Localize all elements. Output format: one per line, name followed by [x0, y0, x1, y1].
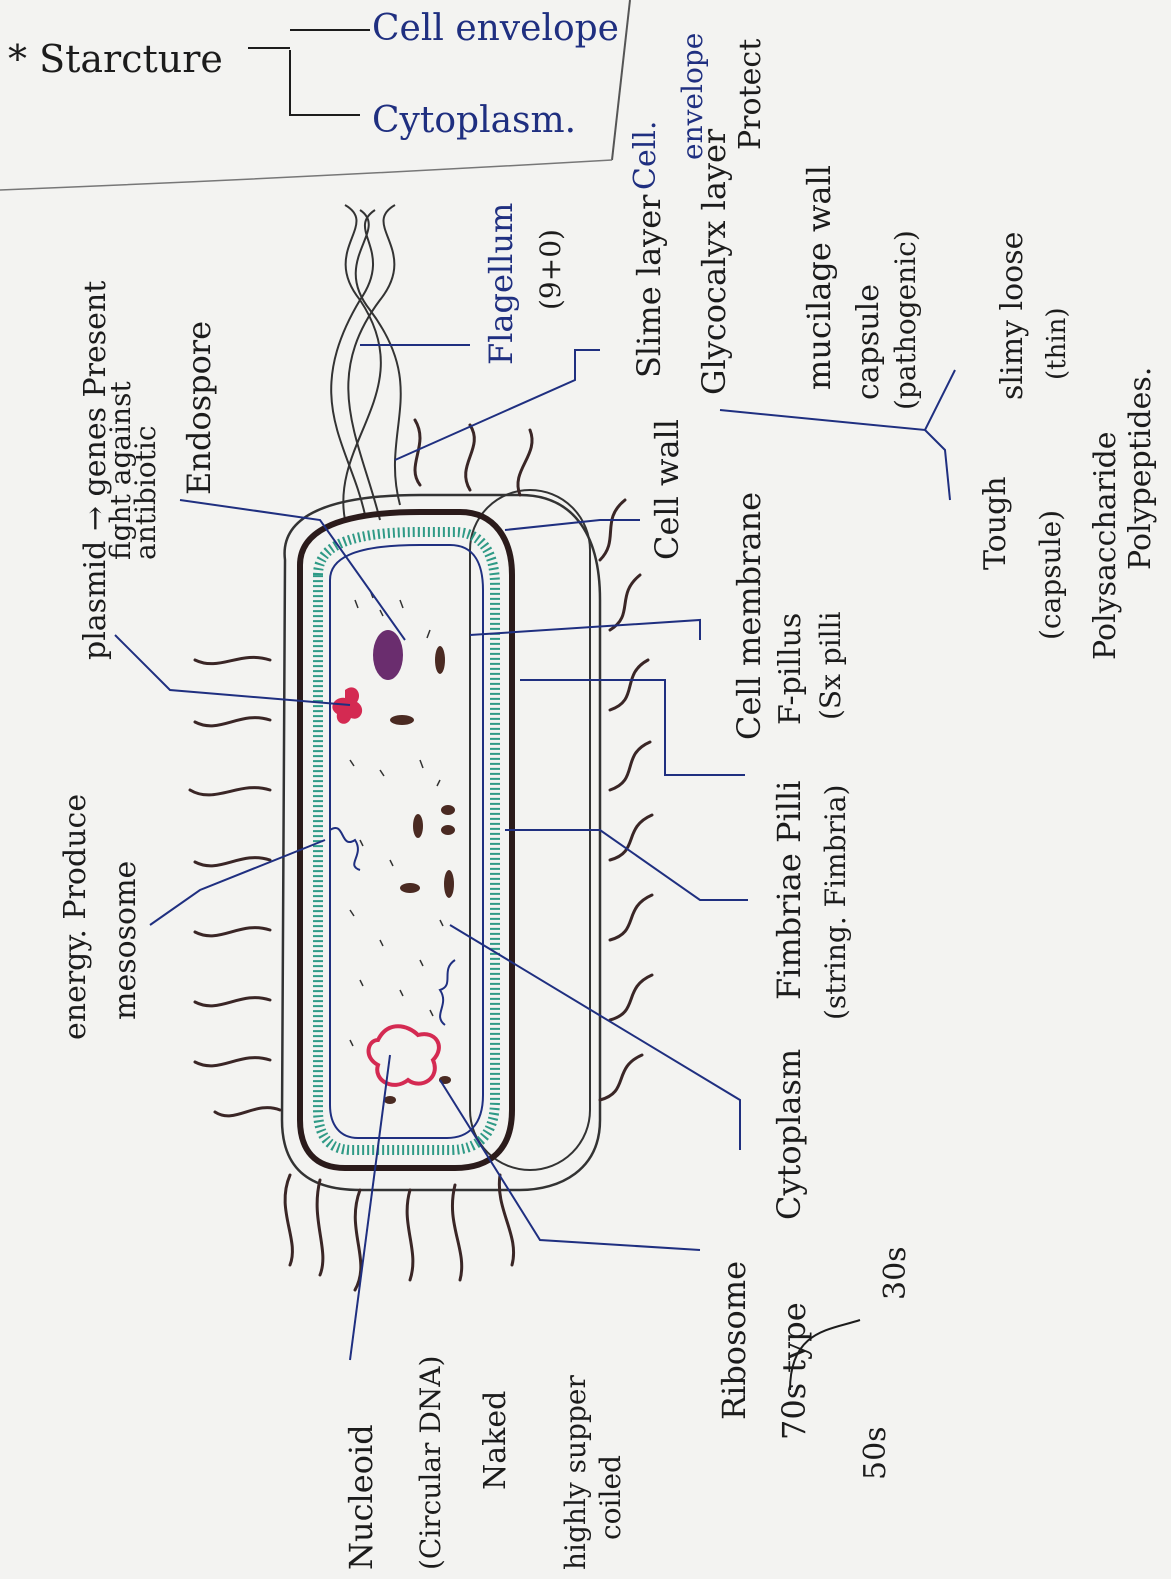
flagellum-strands: [331, 205, 401, 520]
branch-cell-envelope: Cell envelope: [372, 8, 619, 49]
label-polysaccharide: Polysaccharide: [1088, 431, 1123, 660]
branch-cytoplasm: Cytoplasm.: [372, 100, 576, 141]
label-naked: Naked: [478, 1391, 513, 1490]
mesosome-fold: [330, 828, 360, 870]
label-cell-wall: Cell wall: [648, 419, 686, 560]
structure-header: * Starcture Cell envelope Cytoplasm.: [0, 0, 630, 190]
label-energy: energy. Produce: [58, 794, 93, 1040]
label-f-pillus: F-pillus: [773, 613, 808, 725]
label-flagellum-note: (9+0): [534, 229, 567, 310]
label-slime-layer: Slime layer: [630, 194, 668, 378]
label-sx-pilli: (Sx pilli: [814, 611, 847, 720]
label-thin: (thin): [1042, 307, 1072, 380]
label-plasmid-3: antibiotic: [129, 425, 162, 560]
label-endospore: Endospore: [180, 321, 218, 495]
label-circular-dna: (Circular DNA): [414, 1356, 447, 1570]
label-nucleoid: Nucleoid: [342, 1424, 380, 1570]
label-ribosome: Ribosome: [715, 1261, 753, 1420]
label-highly-supper: highly supper: [559, 1375, 592, 1570]
nucleoid-body: [369, 1026, 439, 1085]
label-ribosome-type: 70s type: [775, 1302, 813, 1440]
label-50s: 50s: [858, 1426, 893, 1480]
label-capsule: capsule: [851, 284, 886, 400]
label-coiled: coiled: [594, 1455, 627, 1540]
label-cytoplasm: Cytoplasm: [770, 1049, 808, 1220]
label-string-fimbria: (string. Fimbria): [819, 785, 852, 1020]
label-30s: 30s: [878, 1246, 913, 1300]
endospore-body: [373, 630, 403, 680]
label-glycocalyx: Glycocalyx layer: [695, 128, 733, 395]
label-pathogenic: (pathogenic): [889, 230, 922, 410]
label-cell-membrane: Cell membrane: [730, 492, 768, 740]
label-flagellum: Flagellum: [482, 203, 520, 365]
label-polypeptides: Polypeptides.: [1123, 367, 1158, 570]
corner-cell-label: Cell.: [628, 121, 663, 190]
mesosome-fold-2: [440, 960, 455, 1025]
fimbriae: [190, 420, 652, 1290]
label-tough: Tough: [978, 476, 1013, 570]
divider-horizontal: [0, 160, 612, 190]
label-mesosome: mesosome: [108, 861, 143, 1020]
cell-wall: [300, 512, 512, 1168]
label-fimbriae-pilli: Fimbriae Pilli: [770, 781, 808, 1000]
corner-protect-label: Protect: [733, 39, 768, 150]
structure-label: * Starcture: [8, 37, 223, 81]
label-slimy-loose: slimy loose: [995, 232, 1030, 400]
cell-membrane: [318, 532, 495, 1150]
label-mucilage-wall: mucilage wall: [800, 165, 838, 390]
bacterium: [190, 205, 652, 1290]
label-capsule-2: (capsule): [1034, 510, 1067, 640]
